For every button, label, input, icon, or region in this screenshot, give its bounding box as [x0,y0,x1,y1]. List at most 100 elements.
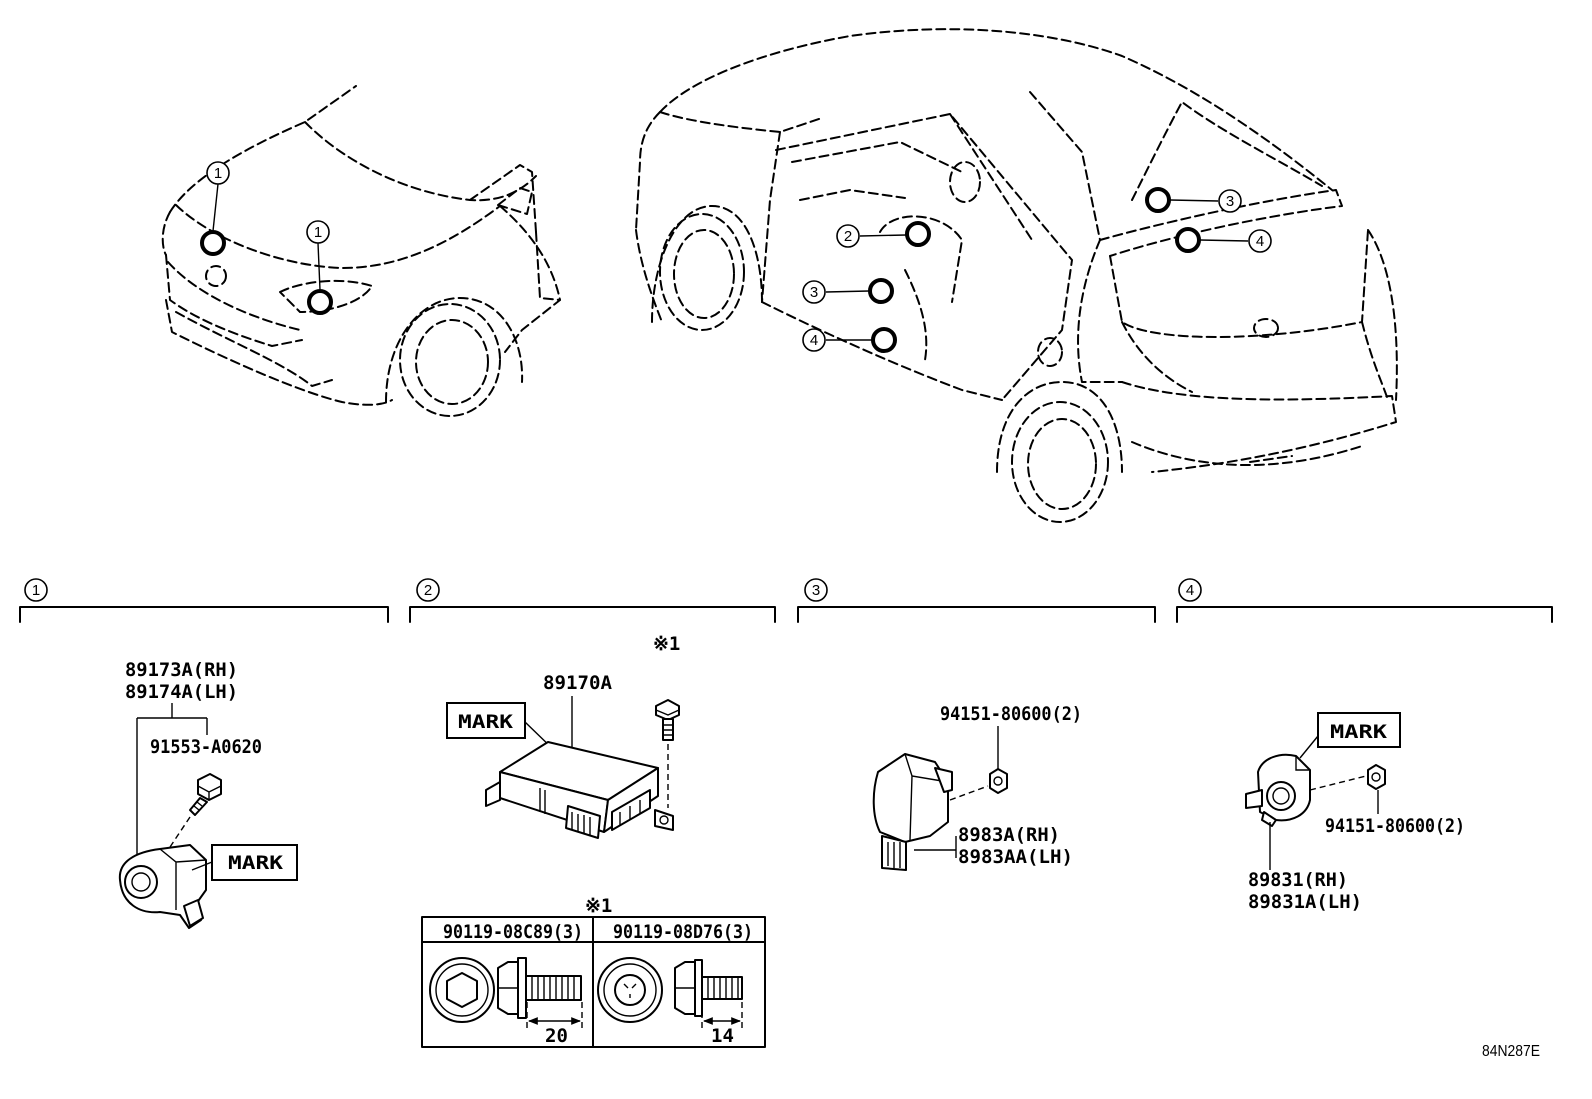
table-header-bolt-2: 90119-08D76(3) [613,921,753,943]
rear-fuel-lid [1037,337,1063,367]
section-bracket [409,606,776,623]
callout-leader [1169,199,1219,202]
rear-front-wheel-rim [673,229,735,319]
part-number-rh: 89173A(RH) [125,659,238,681]
callout-2: 2 [836,224,860,248]
callout-number: 4 [1256,233,1264,250]
part-number-rh: 89831(RH) [1248,869,1348,891]
callout-3-left: 3 [802,280,826,304]
front-body-side [535,231,561,301]
side-airbag-sensor [872,753,953,871]
section-3-header: 3 [797,578,1156,623]
section-1-front-sensor: 89173A(RH) 89174A(LH) 91553-A0620 MARK [118,659,298,929]
section-3-side-sensor: 94151-80600(2) 8983A(RH) 8983AA(LH) [872,703,1082,871]
rear-airbag-sensor [1245,753,1311,827]
front-mirror [497,187,533,215]
mark-leader [1299,735,1319,759]
callout-leader [212,183,219,232]
rear-rear-wheel-arch [996,381,1123,473]
diagram-code: 84N287E [1482,1043,1540,1060]
part-number-lh: 89831A(LH) [1248,891,1362,913]
callout-1-right: 1 [306,220,330,244]
bolt-note: ※1 [653,633,680,655]
callout-leader [317,242,321,291]
mark-box [1317,712,1401,748]
front-wheel-arch [385,297,524,403]
rear-steering-wheel [949,161,981,203]
bolt [189,773,222,816]
rear-quarter-panel [1077,239,1123,383]
rear-front-wheel-arch [651,205,763,323]
front-spoiler [175,311,333,387]
ecu-bolt [655,699,680,741]
callout-leader [1199,239,1249,242]
rear-tail-lamp-left [1121,321,1193,393]
rear-seat [879,215,963,303]
section-number: 3 [812,582,820,599]
hex-bolt-side-view [497,957,582,1019]
rear-rear-wheel-rim [1027,418,1097,510]
rear-corner [1367,229,1398,401]
front-hood-front-edge [175,204,501,269]
nut-part-number: 94151-80600(2) [1325,815,1465,837]
nut [989,768,1008,794]
part-leader [914,836,957,858]
location-marker [868,278,894,304]
location-marker [307,289,333,315]
nut-part-number: 94151-80600(2) [940,703,1082,725]
front-roof-line [169,85,357,213]
location-marker [905,221,931,247]
rear-c-pillar [1029,91,1101,241]
rear-b-pillar [949,113,1033,241]
table-header-bolt-1: 90119-08C89(3) [443,921,583,943]
mark-box [211,844,298,881]
callout-number: 1 [314,224,322,241]
install-line [949,785,989,801]
section-4-rear-sensor: MARK 94151-80600(2) 89831(RH) 89831A(LH) [1245,712,1465,913]
section-1-header: 1 [19,578,389,623]
callout-leader [859,234,907,237]
section-4-header: 4 [1176,578,1553,623]
section-bracket [19,606,389,623]
hex-bolt-front-view [429,957,495,1023]
callout-number: 2 [844,228,852,245]
mark-label: MARK [1330,721,1388,743]
rear-front-nose [635,111,661,231]
mark-label: MARK [228,852,284,874]
callout-4-left: 4 [802,328,826,352]
front-bumper-lower [165,299,393,406]
rear-reflector [1249,455,1293,463]
table-note: ※1 [585,895,612,917]
callout-leader [825,290,870,293]
mark-box [446,702,526,739]
front-fender [499,205,561,353]
front-wheel [399,303,501,417]
round-bolt-front-view [597,957,663,1023]
ecu-part-number: 89170A [543,672,613,694]
airbag-ecu [485,741,674,839]
section-number: 4 [1186,582,1194,599]
callout-4-right: 4 [1248,229,1272,253]
rear-instrument-panel [799,189,906,201]
front-vehicle-view: 1 1 [161,85,561,417]
rear-dashboard [791,141,963,173]
front-wheel-rim [415,319,489,405]
bolt-part-number: 91553-A0620 [150,736,262,758]
front-grille [165,254,303,347]
location-marker [1175,227,1201,253]
rear-rear-wheel [1011,401,1109,523]
section-number: 1 [32,582,40,599]
rear-door-front-edge [761,131,781,303]
front-fog-lamp [205,265,227,287]
mark-label: MARK [458,711,514,733]
callout-3-right: 3 [1218,189,1242,213]
rear-tail-lamp-right [1361,321,1389,401]
rear-door-opening [775,113,1073,401]
callout-number: 3 [1226,193,1234,210]
rear-diffuser [1131,441,1363,466]
front-headlight [279,279,373,313]
rear-hood-line [659,111,823,133]
section-2-header: 2 [409,578,776,623]
section-bracket [1176,606,1553,623]
round-bolt-side-view [674,959,743,1017]
